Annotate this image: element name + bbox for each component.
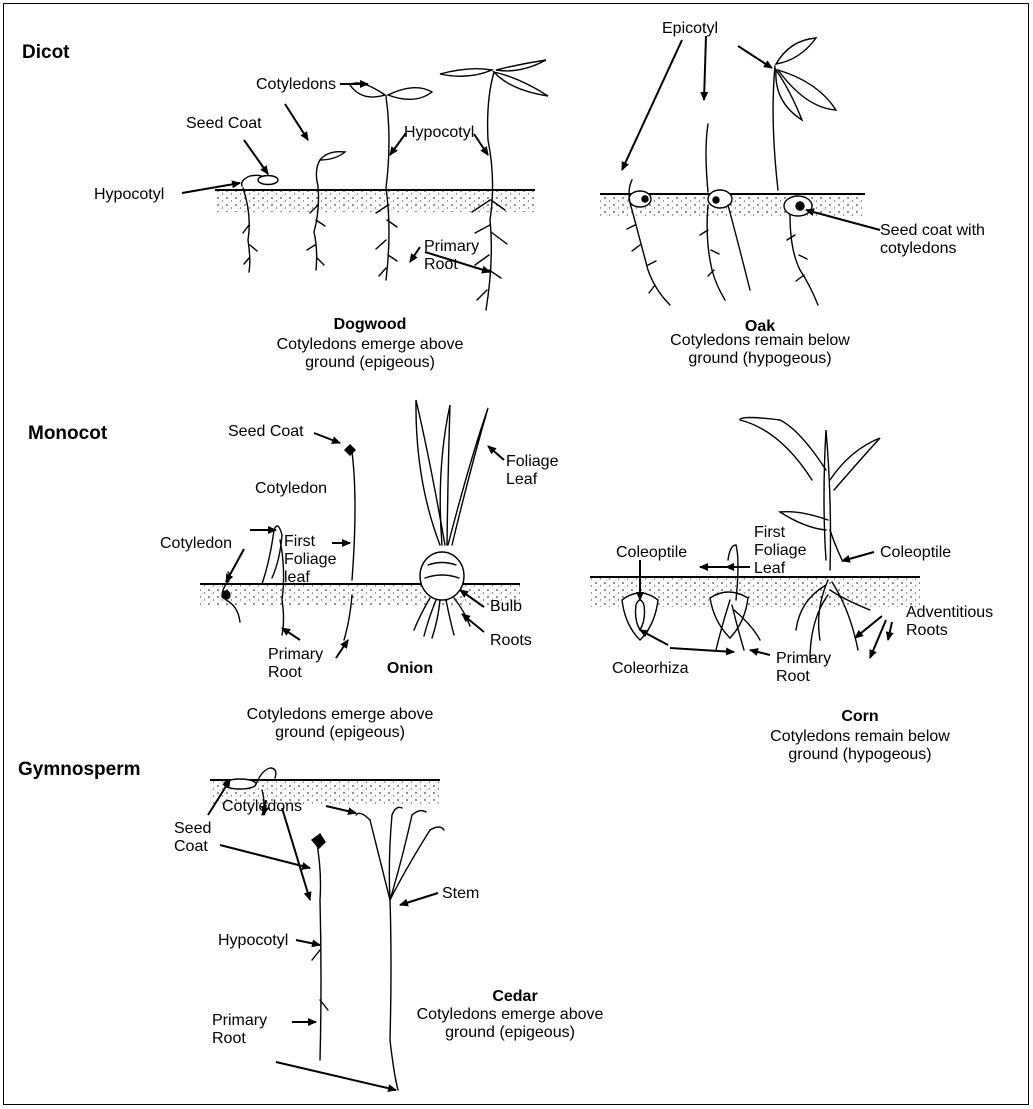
cedar-seedling-2 [312, 834, 328, 1060]
label-corn-coleoptile-right: Coleoptile [880, 544, 951, 562]
label-corn-coleoptile-left: Coleoptile [616, 544, 687, 562]
oak-seedling-3 [773, 38, 836, 305]
label-cedar-hypocotyl: Hypocotyl [218, 932, 288, 950]
section-heading-dicot: Dicot [22, 42, 70, 64]
label-onion-foliage-leaf: Foliage Leaf [506, 453, 558, 489]
section-heading-gymnosperm: Gymnosperm [18, 759, 140, 781]
label-onion-bulb: Bulb [490, 598, 522, 616]
onion-caption: Cotyledons emerge above ground (epigeous… [200, 706, 480, 742]
section-heading-monocot: Monocot [28, 423, 107, 445]
soil-onion [200, 584, 520, 606]
dogwood-title: Dogwood [250, 316, 490, 334]
label-dogwood-hypocotyl-right: Hypocotyl [404, 124, 474, 142]
corn-title: Corn [760, 708, 960, 726]
label-oak-epicotyl: Epicotyl [662, 20, 718, 38]
label-cedar-cotyledons: Cotyledons [222, 798, 302, 816]
label-cedar-primary-root: Primary Root [212, 1012, 267, 1048]
cedar-seedling-3 [356, 807, 444, 1090]
label-onion-first-foliage-leaf: First Foliage leaf [284, 533, 336, 587]
label-onion-cotyledon-left: Cotyledon [160, 535, 232, 553]
corn-caption: Cotyledons remain below ground (hypogeou… [740, 728, 980, 764]
label-onion-seed-coat: Seed Coat [228, 423, 304, 441]
label-corn-first-foliage-leaf: First Foliage Leaf [754, 524, 806, 578]
dogwood-caption: Cotyledons emerge above ground (epigeous… [230, 336, 510, 372]
cedar-caption: Cotyledons emerge above ground (epigeous… [390, 1006, 630, 1042]
label-onion-cotyledon-upper: Cotyledon [255, 480, 327, 498]
label-onion-roots: Roots [490, 632, 532, 650]
label-onion-primary-root: Primary Root [268, 646, 323, 682]
onion-title: Onion [360, 660, 460, 678]
dogwood-seedling-3 [350, 83, 432, 280]
label-cedar-seed-coat: Seed Coat [174, 820, 211, 856]
label-dogwood-primary-root: Primary Root [424, 238, 479, 274]
label-cedar-stem: Stem [442, 885, 479, 903]
label-corn-primary-root: Primary Root [776, 650, 831, 686]
onion-seedling-2 [262, 526, 284, 635]
label-corn-coleorhiza: Coleorhiza [612, 660, 688, 678]
oak-caption: Cotyledons remain below ground (hypogeou… [640, 332, 880, 368]
label-dogwood-cotyledons: Cotyledons [256, 76, 336, 94]
label-oak-seed-coat-with-cotyledons: Seed coat with cotyledons [880, 222, 985, 258]
soil-dogwood [215, 190, 535, 212]
label-corn-adventitious-roots: Adventitious Roots [906, 604, 993, 640]
label-dogwood-seed-coat: Seed Coat [186, 115, 262, 133]
cedar-title: Cedar [440, 988, 590, 1006]
corn-seedling-1 [622, 593, 658, 640]
label-dogwood-hypocotyl-left: Hypocotyl [94, 186, 164, 204]
